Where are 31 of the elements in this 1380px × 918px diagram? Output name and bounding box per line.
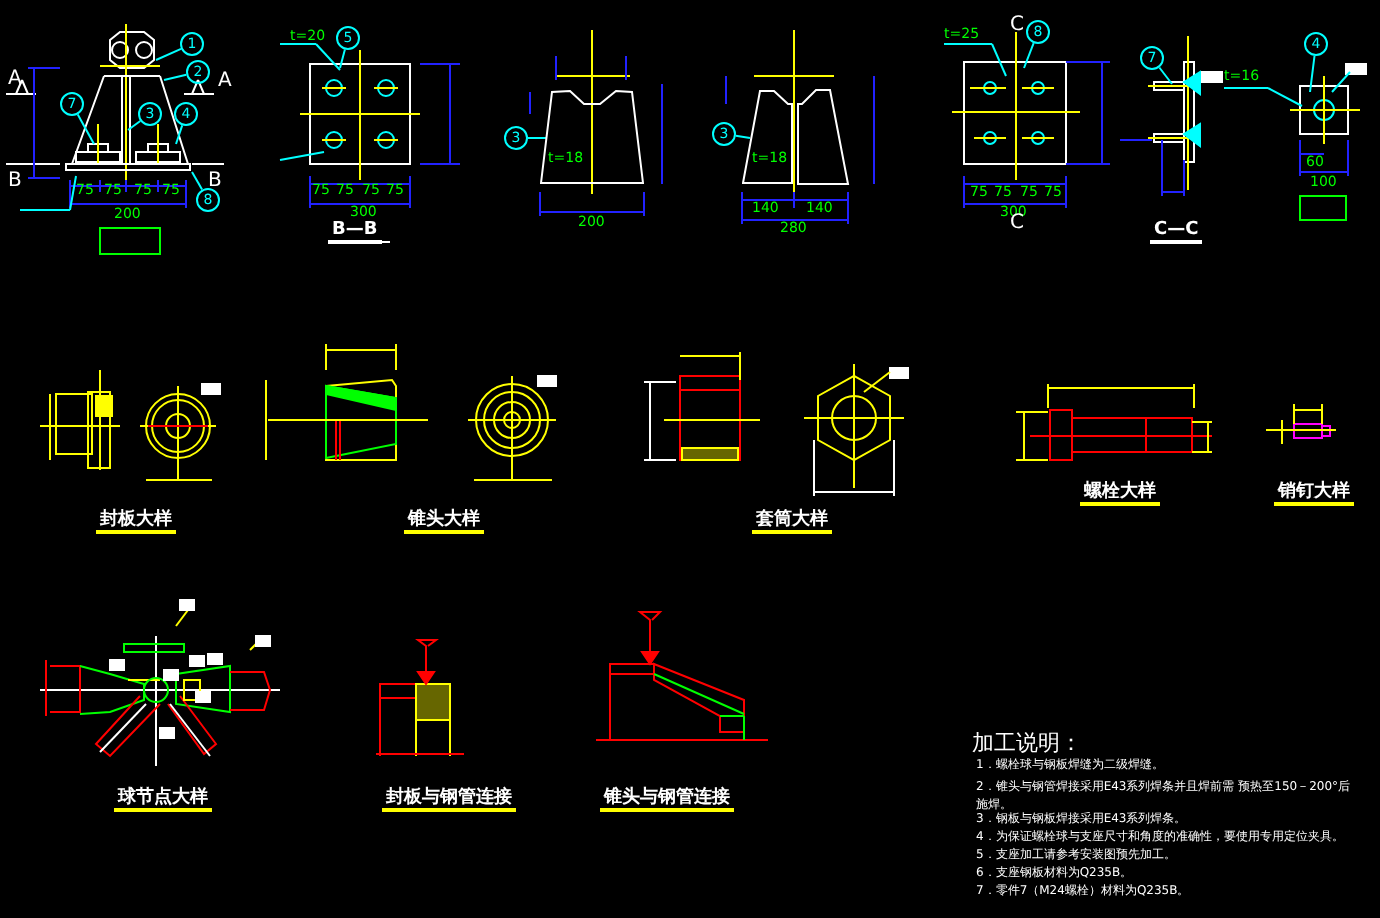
leader-line xyxy=(175,124,184,145)
detail-title: 套筒大样 xyxy=(752,512,832,534)
leader-line xyxy=(734,134,751,139)
note-heading: 加工说明： xyxy=(972,732,1082,754)
leader-line xyxy=(155,47,183,61)
section-letter: C xyxy=(1010,214,1024,234)
section-letter: B xyxy=(208,172,222,192)
leader-line xyxy=(1309,54,1316,93)
leader-line xyxy=(163,73,188,81)
section-title: C—C xyxy=(1150,222,1203,244)
gusset-plate xyxy=(742,90,794,184)
detail-title: 螺栓大样 xyxy=(1080,484,1160,506)
leader-line xyxy=(127,120,142,131)
leader-line xyxy=(1158,66,1173,85)
leader-line xyxy=(191,171,204,191)
leader-line xyxy=(76,113,95,145)
detail-title: 封板大样 xyxy=(96,512,176,534)
detail-title: 锥头与钢管连接 xyxy=(600,790,734,812)
leader-line xyxy=(527,137,547,139)
detail-title: 锥头大样 xyxy=(404,512,484,534)
section-letter: B xyxy=(8,172,22,192)
leader-line xyxy=(1023,42,1035,69)
section-title: B—B xyxy=(328,222,382,244)
section-letter: A xyxy=(8,70,22,90)
leader-line xyxy=(339,48,346,69)
detail-title: 销钉大样 xyxy=(1274,484,1354,506)
detail-title: 球节点大样 xyxy=(114,790,212,812)
section-letter: A xyxy=(218,72,232,92)
section-letter: C xyxy=(1010,16,1024,36)
detail-title: 封板与钢管连接 xyxy=(382,790,516,812)
gusset-plate xyxy=(540,90,644,184)
